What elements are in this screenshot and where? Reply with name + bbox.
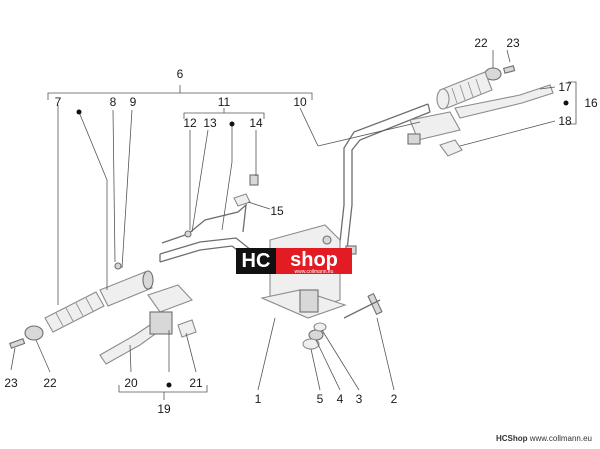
callout-15: 15 xyxy=(270,204,284,218)
callout-4: 4 xyxy=(337,392,344,406)
callout-23-left: 23 xyxy=(4,376,18,390)
callout-16: 16 xyxy=(584,96,598,110)
logo-shop-text: shop www.collmann.eu xyxy=(276,248,352,275)
callout-19: 19 xyxy=(157,402,171,416)
logo-url: www.collmann.eu xyxy=(294,269,334,275)
callout-14: 14 xyxy=(249,116,263,130)
callout-9: 9 xyxy=(130,95,137,109)
bolt-and-washers xyxy=(302,292,383,350)
callout-17: 17 xyxy=(558,80,572,94)
right-grip-assembly xyxy=(407,65,554,157)
leader-lines xyxy=(10,49,556,391)
callout-12: 12 xyxy=(183,116,197,130)
group-bracket-19 xyxy=(118,385,208,393)
footer-url: www.collmann.eu xyxy=(529,434,592,443)
callout-3: 3 xyxy=(356,392,363,406)
callout-18: 18 xyxy=(558,114,572,128)
marker-dot xyxy=(229,121,235,127)
callout-5: 5 xyxy=(317,392,324,406)
callout-2: 2 xyxy=(391,392,398,406)
callout-11: 11 xyxy=(218,95,231,109)
marker-dot xyxy=(166,382,172,388)
callout-7: 7 xyxy=(55,95,62,109)
marker-dot xyxy=(563,100,569,106)
callout-23-right: 23 xyxy=(506,36,520,50)
logo-shop-word: shop xyxy=(290,249,338,271)
marker-dot xyxy=(76,109,82,115)
callout-20: 20 xyxy=(124,376,138,390)
hcshop-logo: HC shop www.collmann.eu xyxy=(236,248,352,275)
callout-13: 13 xyxy=(203,116,217,130)
left-grip-assembly xyxy=(9,262,197,365)
callout-22-right: 22 xyxy=(474,36,488,50)
group-bracket-6 xyxy=(47,92,313,100)
callout-6: 6 xyxy=(177,67,184,81)
footer-brand: HCShop xyxy=(495,434,528,443)
callout-1: 1 xyxy=(255,392,262,406)
callout-10: 10 xyxy=(293,95,307,109)
throttle-cable xyxy=(161,174,259,244)
logo-hc-text: HC xyxy=(236,248,276,274)
callout-labels: 6 7 8 9 10 11 12 13 14 15 16 17 18 22 23… xyxy=(4,36,598,416)
group-bracket-16 xyxy=(568,81,577,125)
footer-credit: HCShop www.collmann.eu xyxy=(496,434,592,443)
callout-21: 21 xyxy=(189,376,203,390)
callout-8: 8 xyxy=(110,95,117,109)
callout-22-left: 22 xyxy=(43,376,57,390)
